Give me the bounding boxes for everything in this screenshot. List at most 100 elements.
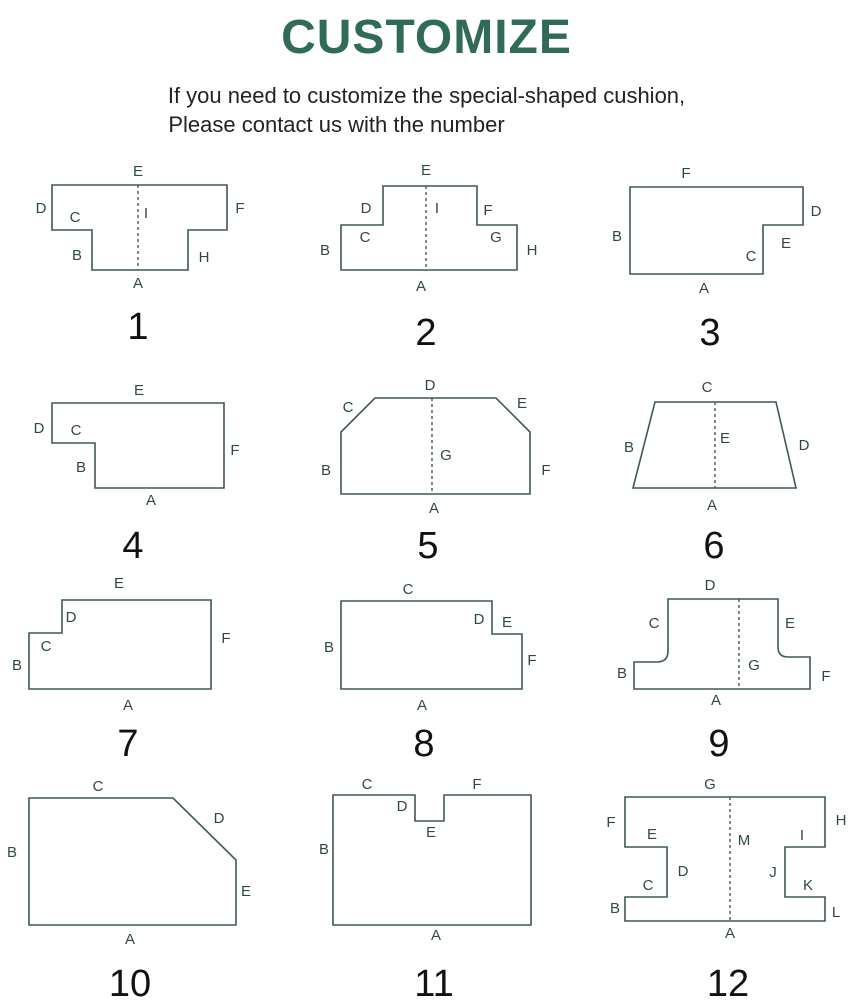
shape-12-label-m: M xyxy=(738,832,751,849)
shape-11-label-c: C xyxy=(362,776,373,793)
shape-2-label-e: E xyxy=(421,162,431,179)
shape-2-label-g: G xyxy=(490,229,502,246)
shape-7-label-f: F xyxy=(221,630,230,647)
shape-2-label-c: C xyxy=(360,229,371,246)
shape-1-label-c: C xyxy=(70,209,81,226)
shape-1-label-h: H xyxy=(199,249,210,266)
shape-8-label-d: D xyxy=(474,611,485,628)
shape-3-outline xyxy=(629,186,804,275)
shape-12-outline xyxy=(624,796,826,922)
shape-3-label-c: C xyxy=(746,248,757,265)
shape-6-number: 6 xyxy=(703,525,724,567)
shape-4-number: 4 xyxy=(122,525,143,567)
shape-10-number: 10 xyxy=(109,963,151,1001)
shape-12-number: 12 xyxy=(707,963,749,1001)
shape-3-label-b: B xyxy=(612,228,622,245)
shape-11-label-e: E xyxy=(426,824,436,841)
shape-4-label-e: E xyxy=(134,382,144,399)
shape-7-label-d: D xyxy=(66,609,77,626)
shape-12-label-i: I xyxy=(800,827,804,844)
shape-11-outline xyxy=(332,794,532,926)
shape-11-number: 11 xyxy=(414,963,453,1001)
shape-4-label-b: B xyxy=(76,459,86,476)
shape-12-label-l: L xyxy=(832,904,840,921)
shape-2-label-a: A xyxy=(416,278,426,295)
shape-12-label-c: C xyxy=(643,877,654,894)
shape-5-label-a: A xyxy=(429,500,439,517)
shape-10-label-b: B xyxy=(7,844,17,861)
shape-5-label-f: F xyxy=(541,462,550,479)
shape-3-label-d: D xyxy=(811,203,822,220)
shape-4-label-f: F xyxy=(230,442,239,459)
shape-2-outline xyxy=(340,185,518,271)
shape-8-label-b: B xyxy=(324,639,334,656)
shape-11-label-b: B xyxy=(319,841,329,858)
shape-10-label-c: C xyxy=(93,778,104,795)
shape-12-label-b: B xyxy=(610,900,620,917)
shape-5-label-b: B xyxy=(321,462,331,479)
shape-7-label-e: E xyxy=(114,575,124,592)
shape-8-label-c: C xyxy=(403,581,414,598)
shape-12-label-e: E xyxy=(647,826,657,843)
shape-2-label-i: I xyxy=(435,200,439,217)
shape-11-label-a: A xyxy=(431,927,441,944)
shape-4-outline xyxy=(51,402,225,489)
shape-5-label-e: E xyxy=(517,395,527,412)
shape-7-label-c: C xyxy=(41,638,52,655)
shape-8-number: 8 xyxy=(413,723,434,765)
shape-12-label-j: J xyxy=(769,864,777,881)
shape-6-label-d: D xyxy=(799,437,810,454)
shape-9-label-e: E xyxy=(785,615,795,632)
shape-10-outline xyxy=(28,797,237,926)
shape-5-number: 5 xyxy=(417,525,438,567)
shape-11-label-d: D xyxy=(397,798,408,815)
shape-1-label-a: A xyxy=(133,275,143,292)
shape-4-label-a: A xyxy=(146,492,156,509)
shape-1-outline xyxy=(51,184,228,271)
shape-1-label-f: F xyxy=(235,200,244,217)
shape-2-number: 2 xyxy=(415,312,436,354)
shape-3-label-a: A xyxy=(699,280,709,297)
shape-12-label-a: A xyxy=(725,925,735,942)
shape-2-label-d: D xyxy=(361,200,372,217)
shape-1-label-i: I xyxy=(144,205,148,222)
shape-9-label-c: C xyxy=(649,615,660,632)
shape-3-number: 3 xyxy=(699,312,720,354)
shape-12-label-h: H xyxy=(836,812,847,829)
shape-10-label-e: E xyxy=(241,883,251,900)
shape-12-label-f: F xyxy=(606,814,615,831)
page-title: CUSTOMIZE xyxy=(281,11,572,64)
shape-5-label-g: G xyxy=(440,447,452,464)
shape-12-label-g: G xyxy=(704,776,716,793)
shape-6-outline xyxy=(631,401,798,489)
shape-2-label-b: B xyxy=(320,242,330,259)
shape-10-label-a: A xyxy=(125,931,135,948)
shape-2-label-f: F xyxy=(483,202,492,219)
shape-6-label-e: E xyxy=(720,430,730,447)
shape-8-label-f: F xyxy=(527,652,536,669)
shape-6-label-b: B xyxy=(624,439,634,456)
shape-7-label-b: B xyxy=(12,657,22,674)
shape-1-label-b: B xyxy=(72,247,82,264)
shape-3-label-e: E xyxy=(781,235,791,252)
shape-8-outline xyxy=(340,600,523,690)
shape-9-label-g: G xyxy=(748,657,760,674)
shape-10-label-d: D xyxy=(214,810,225,827)
shape-8-label-e: E xyxy=(502,614,512,631)
shape-7-label-a: A xyxy=(123,697,133,714)
shape-4-label-c: C xyxy=(71,422,82,439)
shape-12-label-d: D xyxy=(678,863,689,880)
shape-12-label-k: K xyxy=(803,877,813,894)
shape-5-label-c: C xyxy=(343,399,354,416)
shape-9-label-a: A xyxy=(711,692,721,709)
shape-5-label-d: D xyxy=(425,377,436,394)
shape-5-outline xyxy=(340,397,531,495)
shape-7-number: 7 xyxy=(117,723,138,765)
shape-6-label-c: C xyxy=(702,379,713,396)
shape-9-label-f: F xyxy=(821,668,830,685)
shape-6-label-a: A xyxy=(707,497,717,514)
subtitle-line-2: Please contact us with the number xyxy=(168,112,505,137)
subtitle-line-1: If you need to customize the special-sha… xyxy=(167,83,686,108)
shape-1-number: 1 xyxy=(127,306,148,348)
